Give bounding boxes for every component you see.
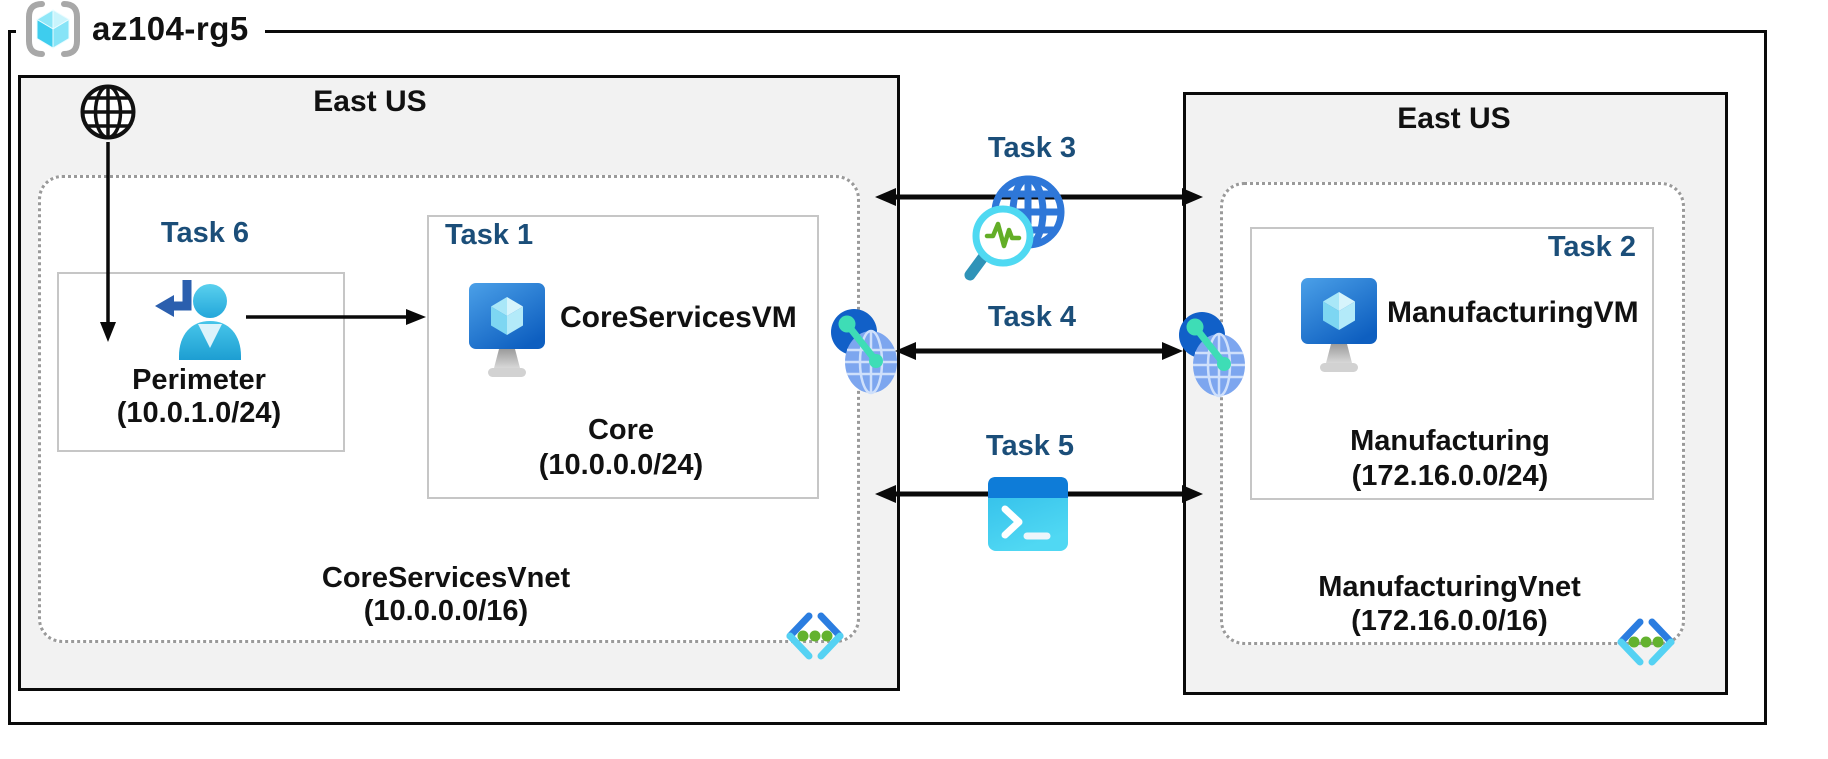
sign-in-user-icon (155, 280, 241, 360)
network-watcher-icon (964, 175, 1065, 281)
manufacturing-vnet-label: ManufacturingVnet (172.16.0.0/16) (1220, 570, 1679, 638)
vnet-name: CoreServicesVnet (321, 562, 571, 594)
core-services-vm-name: CoreServicesVM (560, 301, 797, 334)
internet-to-perimeter-arrow (100, 142, 116, 342)
left-region-title: East US (313, 85, 427, 118)
subnet-name: Core (587, 414, 655, 446)
task1-box (427, 215, 819, 499)
task1-label: Task 1 (445, 219, 534, 251)
subnet-code-icon (1617, 618, 1675, 666)
task4-label: Task 4 (987, 301, 1077, 333)
vnet-peering-icon (831, 309, 897, 395)
task5-label: Task 5 (985, 430, 1075, 462)
vnet-cidr: (10.0.0.0/16) (363, 595, 529, 627)
task3-label: Task 3 (987, 132, 1077, 164)
core-subnet-label: Core (10.0.0.0/24) (427, 413, 815, 483)
cloud-shell-icon (988, 477, 1068, 551)
task2-box (1250, 227, 1654, 500)
vnet-peering-icon (1179, 312, 1245, 398)
subnet-name: Manufacturing (1350, 425, 1550, 457)
core-services-vnet-label: CoreServicesVnet (10.0.0.0/16) (38, 562, 854, 628)
subnet-cidr: (172.16.0.0/24) (1351, 460, 1549, 492)
manufacturing-subnet-label: Manufacturing (172.16.0.0/24) (1250, 424, 1650, 494)
resource-group-label-group: az104-rg5 (16, 0, 265, 58)
perimeter-to-vm-arrow (246, 309, 426, 325)
task6-label: Task 6 (160, 217, 250, 249)
resource-group-box (8, 30, 1767, 725)
manufacturing-vm-name: ManufacturingVM (1387, 296, 1639, 329)
vnet-name: ManufacturingVnet (1318, 571, 1581, 603)
virtual-machine-icon (1301, 278, 1377, 372)
subnet-cidr: (10.0.0.0/24) (538, 449, 704, 481)
resource-group-icon (26, 1, 80, 57)
task2-label: Task 2 (1547, 231, 1636, 263)
internet-globe-icon (80, 84, 136, 140)
vnet-cidr: (172.16.0.0/16) (1351, 605, 1548, 637)
subnet-code-icon (786, 612, 844, 660)
right-region-title: East US (1397, 102, 1511, 135)
virtual-machine-icon (469, 283, 545, 377)
subnet-cidr: (10.0.1.0/24) (116, 397, 282, 429)
perimeter-subnet-label: Perimeter (10.0.1.0/24) (57, 364, 341, 430)
resource-group-name: az104-rg5 (92, 10, 249, 47)
subnet-name: Perimeter (132, 364, 266, 396)
task4-double-arrow (895, 342, 1183, 360)
